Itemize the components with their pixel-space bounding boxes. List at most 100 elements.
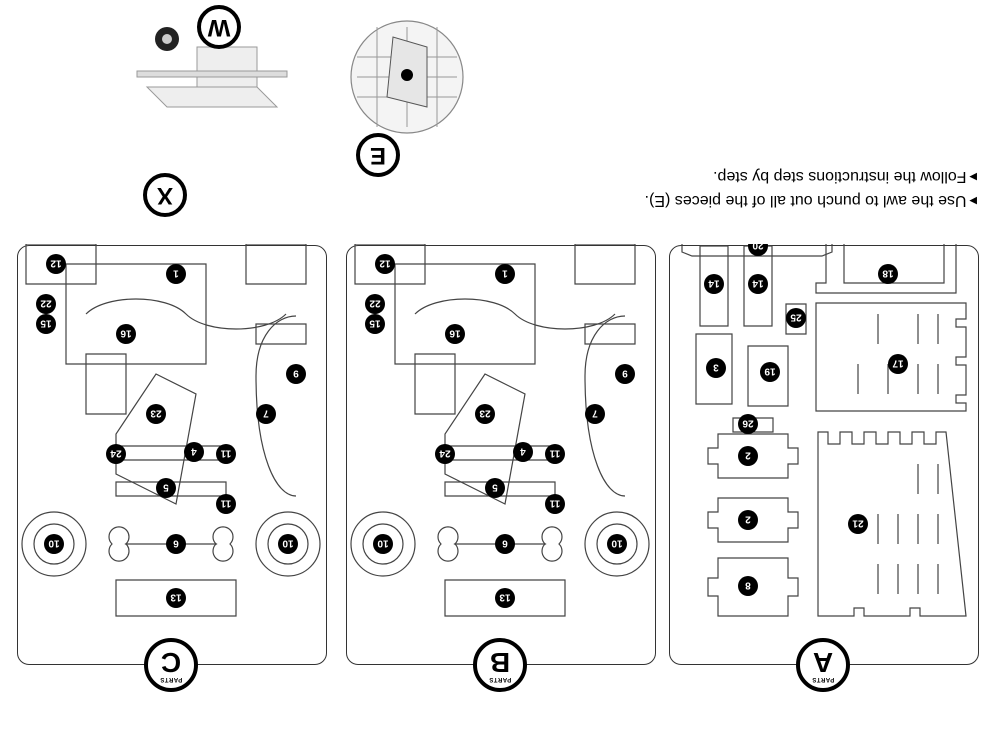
- part-number: 15: [369, 318, 381, 329]
- part-number: 20: [752, 244, 764, 251]
- part-number-dot: [36, 314, 56, 334]
- part-number-dot: [704, 274, 724, 294]
- part-number-dot: [375, 254, 395, 274]
- part-number-dot: [435, 444, 455, 464]
- part-number-dot: [545, 494, 565, 514]
- part-number-dot: [495, 588, 515, 608]
- part-number: 5: [492, 482, 498, 493]
- sheet-b-letter: B: [489, 647, 511, 678]
- part-number: 4: [191, 446, 197, 457]
- part-number: 10: [48, 538, 60, 549]
- sheet-a-letter-badge: PARTS A: [796, 638, 850, 692]
- sheet-b-letter-badge: PARTS B: [473, 638, 527, 692]
- part-number-dot: [760, 362, 780, 382]
- part-number-dot: [738, 414, 758, 434]
- instruction-line-2: Follow the instructions step by step.: [597, 164, 977, 188]
- part-number-dot: [748, 244, 768, 256]
- part-number: 12: [50, 258, 62, 269]
- part-number: 14: [752, 278, 764, 289]
- part-number: 7: [592, 408, 598, 419]
- part-number-dot: [706, 358, 726, 378]
- axle-wheel-photo: [136, 23, 288, 108]
- instruction-line-1: Use the awl to punch out all of the piec…: [597, 188, 977, 212]
- part-number: 3: [713, 362, 719, 373]
- part-number: 10: [377, 538, 389, 549]
- part-number: 12: [379, 258, 391, 269]
- part-number: 24: [110, 448, 122, 459]
- part-number-dot: [166, 588, 186, 608]
- part-number-dot: [445, 324, 465, 344]
- part-number: 23: [150, 408, 162, 419]
- part-number: 8: [745, 580, 751, 591]
- part-number-dot: [256, 404, 276, 424]
- part-number-dot: [878, 264, 898, 284]
- part-number: 13: [170, 592, 182, 603]
- part-number-dot: [738, 576, 758, 596]
- part-number-dot: [495, 534, 515, 554]
- awl-detail-photo: [350, 20, 464, 134]
- part-number-dot: [786, 308, 806, 328]
- part-number: 10: [611, 538, 623, 549]
- part-number-dot: [166, 264, 186, 284]
- part-number-dot: [615, 364, 635, 384]
- part-number-dot: [475, 404, 495, 424]
- part-number: 7: [263, 408, 269, 419]
- sheet-c-letter: C: [160, 647, 182, 678]
- awl-callout: E: [356, 133, 400, 177]
- part-number: 11: [220, 498, 231, 509]
- part-number-dot: [365, 314, 385, 334]
- part-number: 23: [479, 408, 491, 419]
- part-number: 5: [163, 482, 169, 493]
- part-number-dot: [146, 404, 166, 424]
- part-number: 17: [892, 358, 904, 369]
- part-number-dot: [738, 510, 758, 530]
- part-number-dot: [373, 534, 393, 554]
- part-number: 10: [282, 538, 294, 549]
- part-number-dot: [585, 404, 605, 424]
- part-number-dot: [286, 364, 306, 384]
- part-number: 6: [173, 538, 179, 549]
- axle-callout: X: [143, 173, 187, 217]
- part-number-dot: [216, 494, 236, 514]
- part-number-dot: [545, 444, 565, 464]
- part-number: 9: [622, 368, 628, 379]
- part-number: 16: [120, 328, 132, 339]
- part-number: 11: [549, 498, 560, 509]
- part-number: 1: [173, 268, 179, 279]
- part-number: 11: [549, 448, 560, 459]
- part-number-dot: [495, 264, 515, 284]
- part-number: 24: [439, 448, 451, 459]
- part-number-dot: [278, 534, 298, 554]
- part-number-dot: [738, 446, 758, 466]
- part-number-dot: [116, 324, 136, 344]
- sheet-c-letter-badge: PARTS C: [144, 638, 198, 692]
- part-number: 26: [742, 418, 754, 429]
- part-number: 4: [520, 446, 526, 457]
- part-number: 21: [852, 518, 864, 529]
- sheet-a-letter: A: [812, 647, 834, 678]
- part-number-dot: [513, 442, 533, 462]
- part-number-dot: [607, 534, 627, 554]
- part-number-dot: [46, 254, 66, 274]
- part-number: 13: [499, 592, 511, 603]
- part-number-dot: [485, 478, 505, 498]
- part-number: 9: [293, 368, 299, 379]
- part-number: 16: [449, 328, 461, 339]
- wheel-callout: W: [197, 5, 241, 49]
- part-number: 19: [764, 366, 776, 377]
- part-number: 1: [502, 268, 508, 279]
- part-number: 6: [502, 538, 508, 549]
- part-number-dot: [888, 354, 908, 374]
- part-number-dot: [44, 534, 64, 554]
- part-number: 2: [745, 514, 751, 525]
- part-number: 18: [882, 268, 894, 279]
- part-number-dot: [156, 478, 176, 498]
